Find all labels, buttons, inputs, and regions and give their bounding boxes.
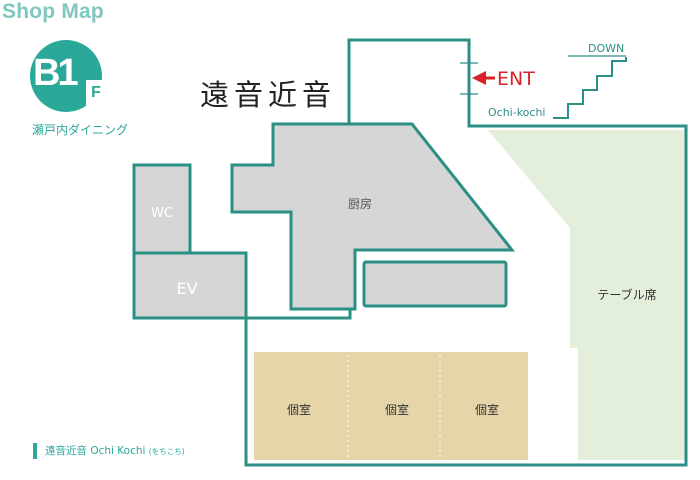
private-room-label: 個室 xyxy=(287,402,311,417)
shop-logo: 遠音近音 xyxy=(200,78,337,112)
ev-label: EV xyxy=(176,279,197,298)
table-seating-label: テーブル席 xyxy=(597,287,656,302)
floor-name: 瀬戸内ダイニング xyxy=(32,123,129,137)
floor-suffix: F xyxy=(86,80,106,106)
wc-room[interactable] xyxy=(132,163,192,255)
ev-room[interactable] xyxy=(132,251,248,320)
floor-code: B1 xyxy=(33,52,79,94)
kitchen-room[interactable] xyxy=(230,122,516,311)
wc-label: WC xyxy=(151,206,173,221)
page-title: Shop Map xyxy=(2,0,104,23)
counter-block xyxy=(362,260,508,308)
legend-shop-name: 遠音近音 Ochi Kochi xyxy=(45,445,146,457)
entrance-arrow-icon xyxy=(472,71,495,85)
private-room-label: 個室 xyxy=(475,402,499,417)
private-room-label: 個室 xyxy=(385,402,409,417)
table-seating-area[interactable] xyxy=(488,130,686,460)
stairs-direction-label: DOWN xyxy=(588,42,624,55)
private-rooms xyxy=(254,352,528,460)
kitchen-label: 厨房 xyxy=(348,196,372,211)
stairs-destination-label: Ochi-kochi xyxy=(488,106,546,119)
entrance-label: ENT xyxy=(497,68,535,90)
stairs-icon xyxy=(553,57,627,119)
floor-badge: B1 F xyxy=(30,40,106,112)
legend-shop-reading: (をちこち) xyxy=(148,447,185,456)
shop-legend: 遠音近音 Ochi Kochi (をちこち) xyxy=(33,443,185,459)
